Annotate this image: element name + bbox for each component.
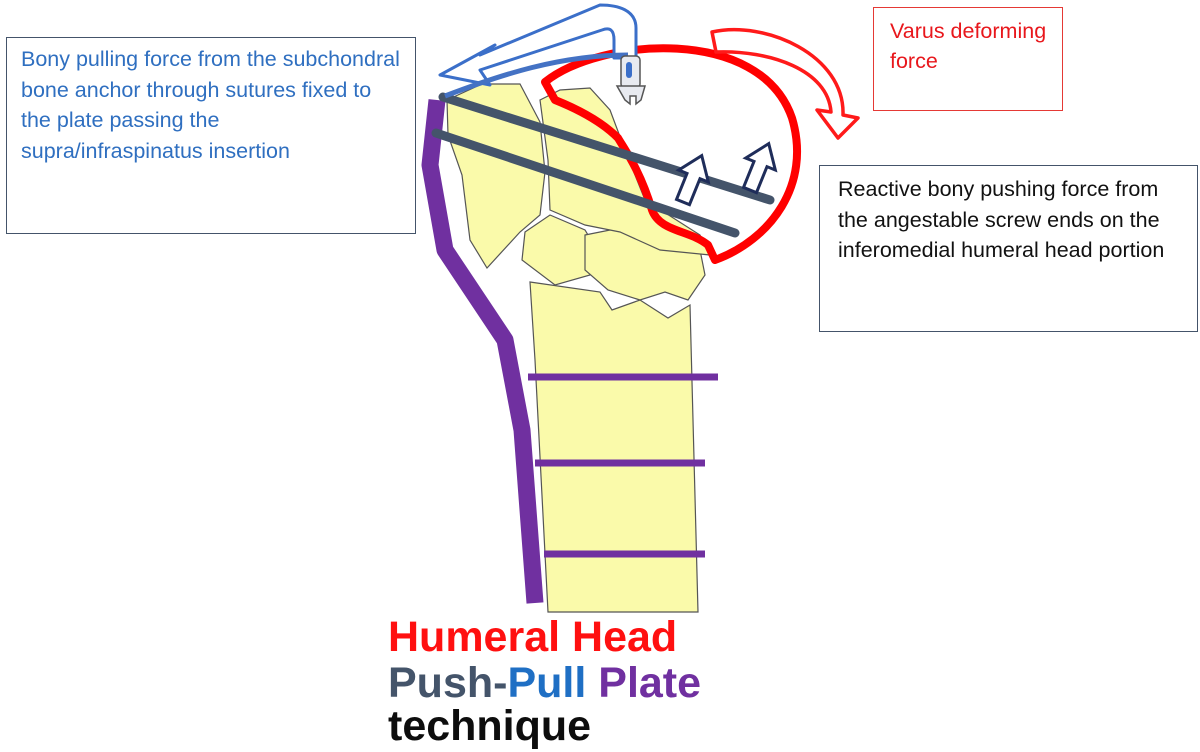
head-screw-lower	[431, 128, 740, 238]
locking-plate	[421, 99, 544, 604]
suture-strand	[444, 52, 629, 99]
humeral-shaft	[529, 281, 699, 613]
head-screw-upper	[438, 92, 775, 205]
bone-anchor-icon	[615, 55, 646, 106]
title-dash: -	[493, 659, 508, 707]
title-plate: Plate	[598, 659, 702, 707]
title-line-technique: technique	[388, 702, 592, 750]
suture-pull-arrow	[438, 3, 638, 87]
varus-force-text: Varus deforming force	[890, 19, 1047, 73]
push-arrow-left	[674, 153, 711, 207]
push-arrow-right	[741, 141, 778, 195]
varus-force-arrow	[710, 27, 860, 140]
varus-force-callout: Varus deforming force	[873, 7, 1063, 111]
title-line-push-pull-plate: Push-Pull Plate	[388, 660, 701, 706]
pulling-force-callout: Bony pulling force from the subchondral …	[6, 37, 416, 234]
greater-tuberosity	[446, 83, 546, 269]
pulling-force-text: Bony pulling force from the subchondral …	[21, 47, 400, 163]
pushing-force-text: Reactive bony pushing force from the ang…	[838, 177, 1165, 262]
pushing-force-callout: Reactive bony pushing force from the ang…	[819, 165, 1198, 332]
title-push: Push	[388, 659, 494, 707]
humeral-head-outline	[541, 44, 801, 264]
title-line-humeral-head: Humeral Head	[388, 613, 678, 661]
title-pull: Pull	[507, 659, 587, 707]
